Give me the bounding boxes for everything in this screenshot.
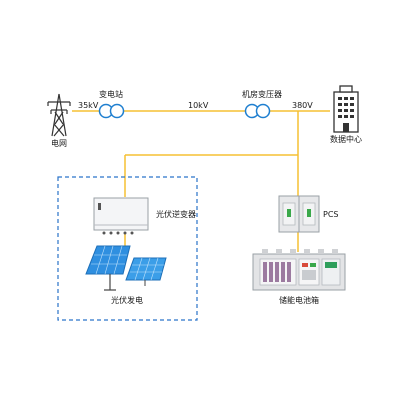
data-center-building-icon [333, 85, 359, 133]
pv-inverter-label: 光伏逆变器 [156, 209, 196, 219]
substation-transformer-icon [98, 103, 125, 119]
pcs-cabinet-icon [278, 195, 320, 233]
pv-inverter-icon [93, 197, 149, 235]
machine-room-transformer-icon [244, 103, 271, 119]
substation-label: 变电站 [99, 89, 123, 99]
voltage-10kv-label: 10kV [188, 101, 209, 110]
voltage-35kv-label: 35kV [78, 101, 99, 110]
power-lines [72, 110, 330, 256]
voltage-380v-label: 380V [292, 101, 313, 110]
transmission-tower-icon [47, 93, 71, 137]
machine-room-transformer-label: 机房变压器 [242, 89, 282, 99]
solar-panel-icon [85, 245, 167, 291]
pv-system-boundary [57, 176, 198, 321]
data-center-label: 数据中心 [330, 134, 362, 144]
grid-label: 电网 [51, 138, 67, 148]
pv-generation-label: 光伏发电 [111, 295, 143, 305]
pcs-label: PCS [323, 210, 339, 219]
battery-storage-cabinet-icon [252, 249, 346, 291]
storage-cabinet-label: 储能电池箱 [279, 295, 319, 305]
